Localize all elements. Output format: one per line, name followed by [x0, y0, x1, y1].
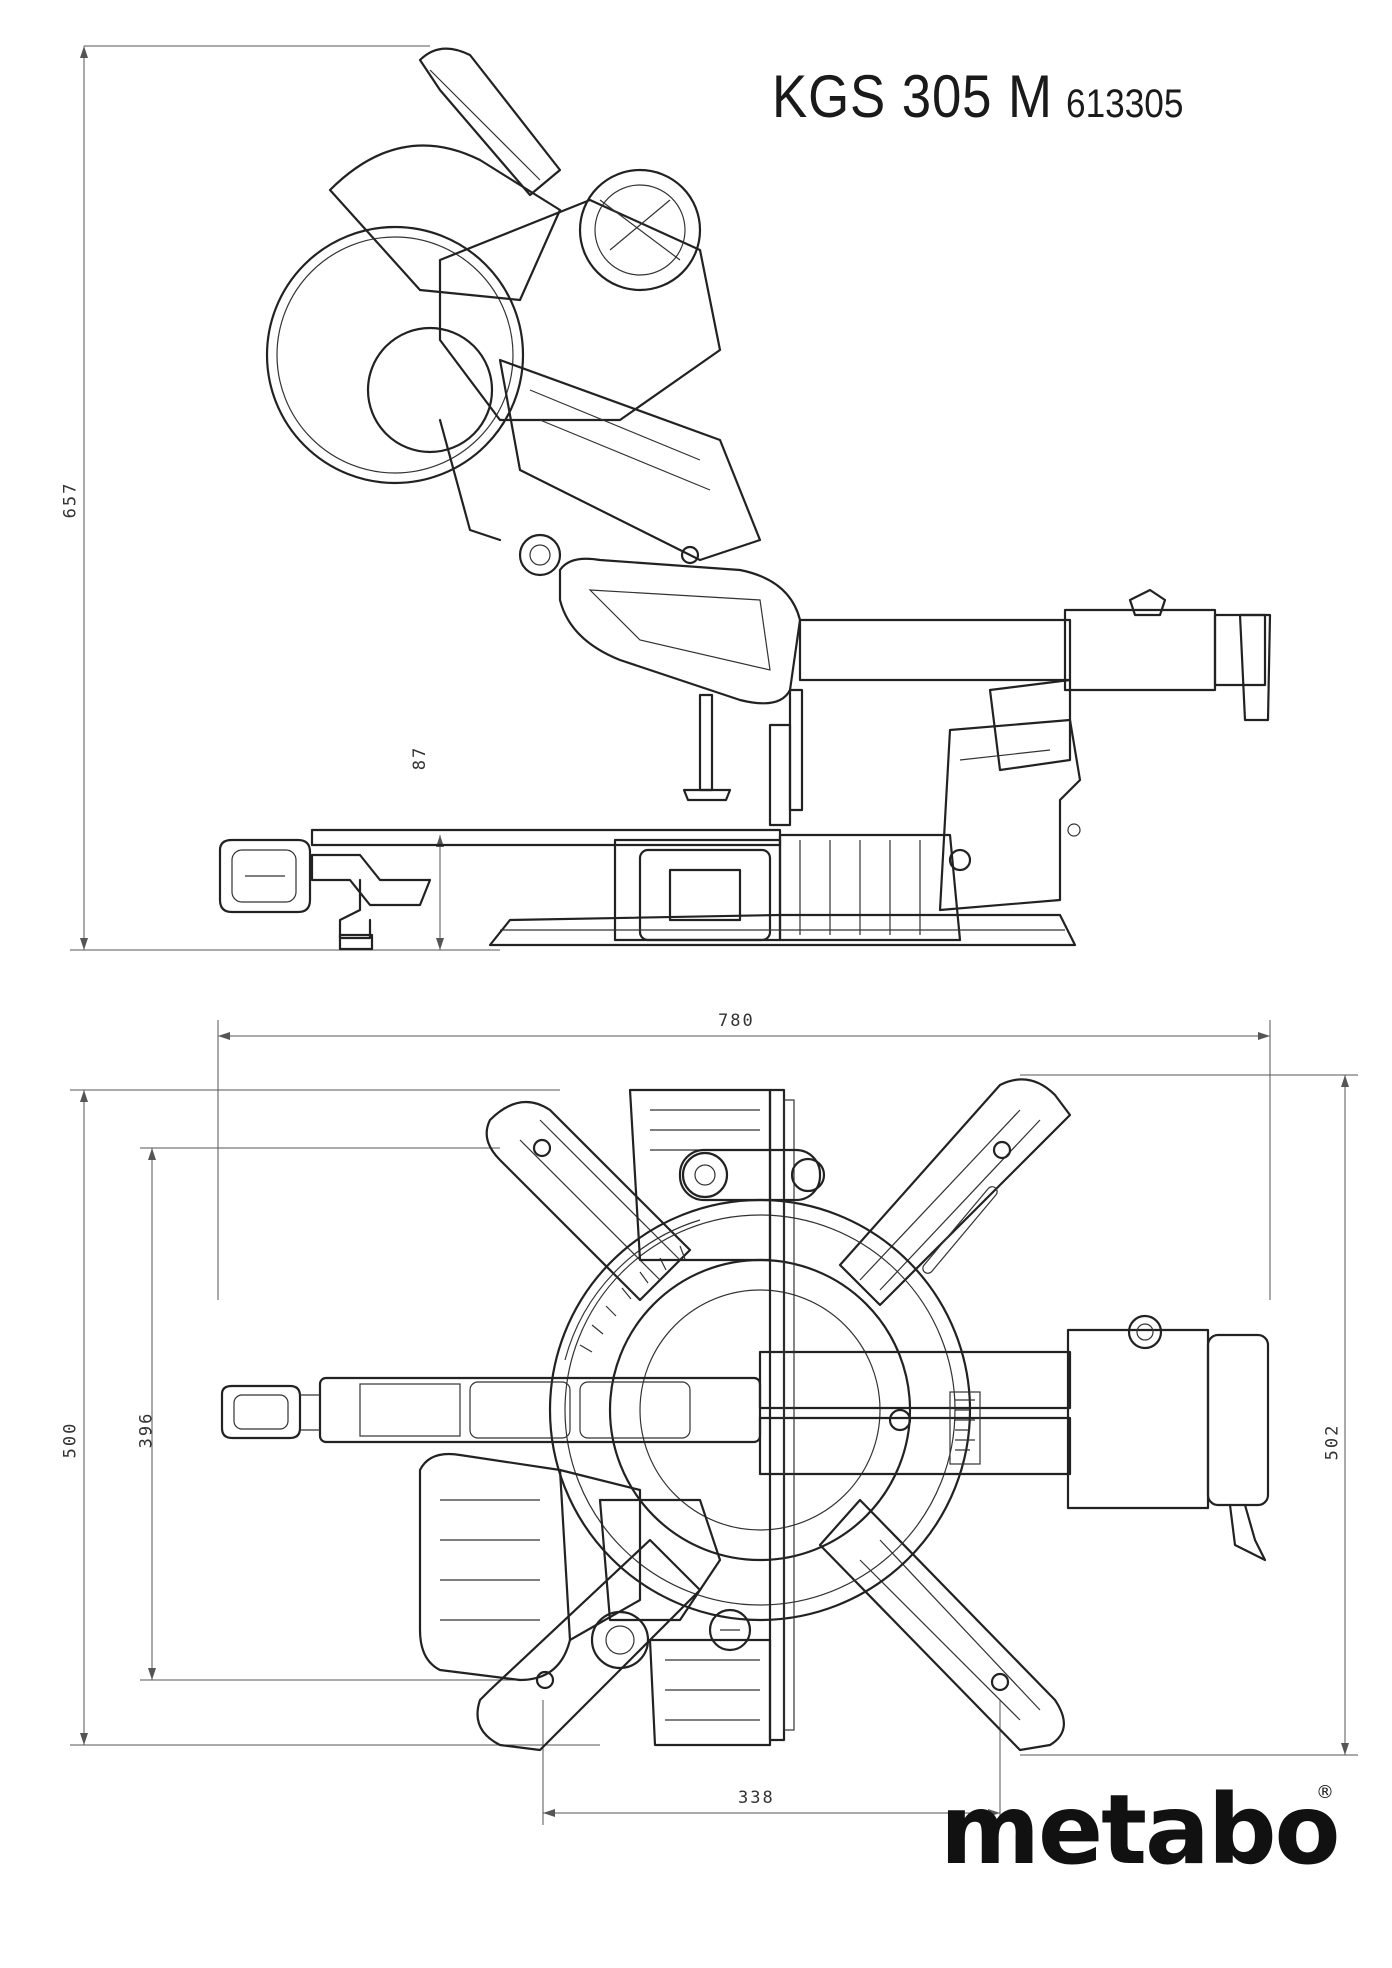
rail-bottom	[758, 1416, 1072, 1476]
rear-housing	[938, 718, 1082, 912]
slide-arm	[318, 1376, 762, 1444]
fence	[768, 1088, 786, 1742]
model-title: KGS 305 M	[772, 63, 1053, 130]
dim-depth-502: 502	[1322, 1423, 1343, 1461]
table-top	[310, 828, 782, 847]
base-arm-bottom-right	[818, 1498, 1065, 1752]
top-view	[70, 1020, 1358, 1825]
article-number: 613305	[1066, 82, 1184, 126]
slide-rail	[798, 618, 1072, 682]
rail-top	[758, 1350, 1072, 1410]
motor-top	[598, 1498, 722, 1622]
dim-top-length: 780	[718, 1011, 755, 1031]
dim-base-width: 338	[738, 1788, 775, 1808]
dim-table-height: 87	[410, 745, 431, 771]
base-arm-bottom-left	[476, 1538, 702, 1752]
dim-depth-396: 396	[136, 1411, 157, 1449]
extension-knob	[218, 838, 312, 914]
base-foot	[488, 913, 1077, 947]
base-arm-top-right	[838, 1078, 1072, 1307]
base-arm-top-left	[485, 1100, 692, 1302]
brand-logo: metabo	[940, 1774, 1340, 1886]
clamp-knob	[681, 1151, 729, 1199]
registered-mark: ®	[1316, 1782, 1334, 1803]
top-handle	[418, 47, 562, 197]
handle-grip	[418, 1452, 572, 1682]
side-view	[70, 45, 1272, 951]
rear-block	[1066, 1328, 1210, 1510]
top-clamp-block	[628, 1088, 772, 1262]
dim-depth-500: 500	[60, 1421, 81, 1459]
arm-knob	[220, 1384, 302, 1440]
dim-side-height: 657	[60, 481, 81, 519]
saw-blade-outline	[265, 225, 525, 485]
motor-housing	[438, 198, 722, 422]
